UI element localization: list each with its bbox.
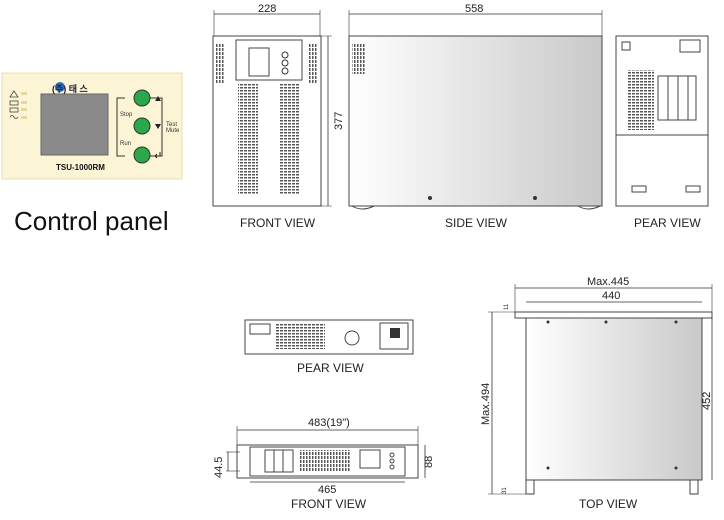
stop-label: Stop bbox=[120, 112, 133, 118]
max-width-dim: Max.445 bbox=[587, 276, 629, 288]
front-view-rack-drawing bbox=[226, 426, 426, 483]
model-name: TSU-1000RM bbox=[56, 163, 105, 172]
top-view-drawing bbox=[488, 284, 713, 495]
rear-view-tower-drawing bbox=[615, 35, 709, 207]
up-arrow-icon bbox=[155, 96, 161, 101]
max-depth-dim: Max.494 bbox=[480, 383, 492, 425]
led-4 bbox=[21, 116, 27, 119]
rack-inner-dim: 465 bbox=[318, 484, 336, 496]
lcd-display bbox=[40, 93, 109, 156]
enter-button[interactable] bbox=[133, 146, 151, 164]
inner-width-dim: 440 bbox=[602, 290, 620, 302]
led-1 bbox=[21, 92, 27, 95]
rear-view-rack-drawing bbox=[244, 319, 414, 355]
top-view-label: TOP VIEW bbox=[579, 497, 638, 511]
down-button[interactable] bbox=[133, 117, 151, 135]
rack-height-dim: 88 bbox=[423, 456, 435, 468]
down-arrow-icon bbox=[155, 124, 161, 129]
led-3 bbox=[21, 108, 27, 111]
button-group bbox=[116, 89, 163, 164]
rack-unit-dim: 44.5 bbox=[213, 457, 225, 478]
load-icon bbox=[9, 107, 19, 113]
front-width-dim: 228 bbox=[258, 3, 276, 15]
depth-dim: 452 bbox=[701, 392, 713, 410]
small-top-dim: 11 bbox=[504, 303, 510, 310]
side-view-drawing bbox=[348, 10, 603, 210]
test-mute-label: Test Mute bbox=[166, 122, 180, 134]
side-width-dim: 558 bbox=[465, 3, 483, 15]
run-label: Run bbox=[120, 141, 132, 147]
front-view-rack-label: FRONT VIEW bbox=[291, 497, 367, 511]
brand-name: (주) 태 스 bbox=[52, 84, 88, 94]
ac-wave-icon bbox=[9, 115, 19, 119]
brand-logo-icon bbox=[55, 82, 65, 92]
warning-icon bbox=[9, 90, 19, 98]
rack-width-dim: 483(19") bbox=[308, 417, 350, 429]
front-view-label: FRONT VIEW bbox=[240, 216, 316, 230]
enter-icon bbox=[154, 152, 161, 159]
led-2 bbox=[21, 101, 27, 104]
status-indicators bbox=[9, 90, 27, 119]
up-button[interactable] bbox=[133, 89, 151, 107]
rear-view-tower-label: PEAR VIEW bbox=[634, 216, 701, 230]
height-dim: 377 bbox=[333, 112, 345, 130]
rear-view-rack-label: PEAR VIEW bbox=[297, 361, 364, 375]
control-panel-title: Control panel bbox=[14, 206, 169, 236]
battery-icon bbox=[9, 100, 19, 106]
front-view-drawing bbox=[212, 10, 332, 207]
side-view-label: SIDE VIEW bbox=[445, 216, 508, 230]
small-bottom-dim: 31 bbox=[502, 487, 508, 494]
